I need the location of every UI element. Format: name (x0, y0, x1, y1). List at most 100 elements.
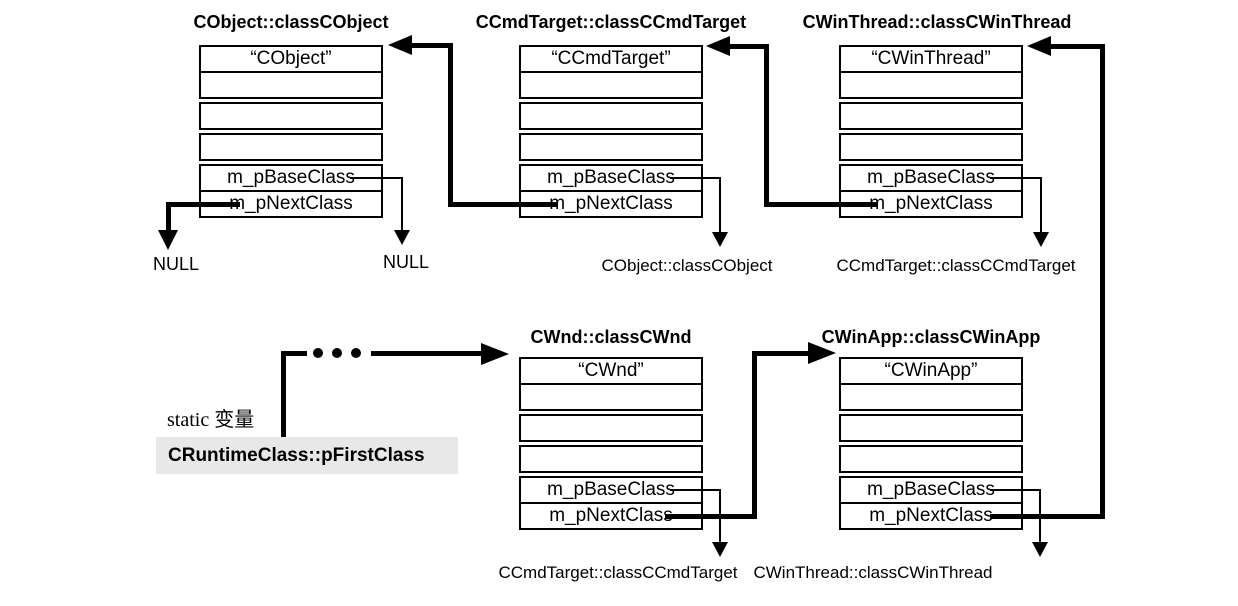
box-section: m_pBaseClass m_pNextClass (199, 164, 383, 218)
next-pointer-line (448, 43, 453, 207)
next-class-cell: m_pNextClass (521, 190, 701, 216)
null-label: NULL (382, 252, 430, 272)
empty-cell (841, 416, 1021, 440)
empty-cell (201, 135, 381, 159)
pointer-target-label: CObject::classCObject (601, 256, 773, 275)
next-pointer-line (665, 514, 755, 519)
box-title-cwinthread: CWinThread::classCWinThread (802, 12, 1072, 32)
box-section: “CWinThread” (839, 45, 1023, 99)
class-name-cell: “CObject” (250, 48, 332, 69)
arrowhead-left-icon (1027, 36, 1051, 56)
arrowhead-left-icon (706, 36, 730, 56)
struct-box-cwinthread: “CWinThread” m_pBaseClass m_pNextClass (839, 45, 1023, 218)
base-pointer-line (990, 177, 1042, 179)
box-section (839, 414, 1023, 442)
next-class-cell: m_pNextClass (521, 502, 701, 528)
empty-cell (201, 104, 381, 128)
null-label: NULL (152, 254, 200, 274)
next-pointer-line (450, 202, 557, 207)
first-class-pointer-line (281, 351, 307, 356)
struct-box-cwinapp: “CWinApp” m_pBaseClass m_pNextClass (839, 357, 1023, 530)
empty-cell (521, 447, 701, 471)
box-section: “CObject” (199, 45, 383, 99)
box-title-cwinapp: CWinApp::classCWinApp (821, 327, 1041, 347)
box-section: m_pBaseClass m_pNextClass (519, 164, 703, 218)
base-pointer-line (670, 177, 721, 179)
empty-cell (521, 104, 701, 128)
arrowhead-down-icon (712, 542, 728, 557)
empty-cell (841, 135, 1021, 159)
next-class-cell: m_pNextClass (841, 190, 1021, 216)
box-section (519, 102, 703, 130)
empty-cell (841, 71, 1021, 97)
next-pointer-line (410, 43, 452, 48)
box-section: “CWinApp” (839, 357, 1023, 411)
first-class-highlight: CRuntimeClass::pFirstClass (156, 437, 458, 474)
ellipsis-dot-icon (351, 348, 361, 358)
next-pointer-line (752, 351, 757, 519)
empty-cell (841, 447, 1021, 471)
base-pointer-line (1040, 177, 1042, 233)
ellipsis-dot-icon (332, 348, 342, 358)
base-pointer-line (350, 177, 403, 179)
next-class-cell: m_pNextClass (201, 190, 381, 216)
struct-box-ccmdtarget: “CCmdTarget” m_pBaseClass m_pNextClass (519, 45, 703, 218)
class-name-cell: “CWinApp” (884, 360, 978, 381)
base-pointer-line (990, 489, 1041, 491)
box-section (839, 133, 1023, 161)
base-pointer-line (1039, 489, 1041, 543)
class-name-cell: “CCmdTarget” (551, 48, 671, 69)
base-pointer-line (719, 177, 721, 233)
next-pointer-line (728, 44, 768, 49)
box-section: “CWnd” (519, 357, 703, 411)
next-pointer-line (1100, 44, 1105, 519)
struct-box-cobject: “CObject” m_pBaseClass m_pNextClass (199, 45, 383, 218)
static-variable-label: static 变量 (167, 409, 255, 431)
pointer-target-label: CWinThread::classCWinThread (753, 563, 993, 582)
base-class-cell: m_pBaseClass (867, 479, 995, 500)
empty-cell (521, 383, 701, 409)
arrowhead-down-icon (394, 230, 410, 245)
next-pointer-line (166, 202, 171, 232)
empty-cell (521, 135, 701, 159)
next-pointer-line (990, 514, 1105, 519)
base-class-cell: m_pBaseClass (867, 167, 995, 188)
first-class-pointer-line (371, 351, 481, 356)
box-section (519, 414, 703, 442)
pointer-target-label: CCmdTarget::classCCmdTarget (498, 563, 738, 582)
first-class-pointer-line (281, 353, 286, 437)
arrowhead-down-icon (1033, 232, 1049, 247)
empty-cell (521, 71, 701, 97)
next-pointer-line (764, 44, 769, 207)
empty-cell (841, 383, 1021, 409)
empty-cell (521, 416, 701, 440)
box-section (839, 102, 1023, 130)
box-section (519, 133, 703, 161)
box-title-ccmdtarget: CCmdTarget::classCCmdTarget (475, 12, 747, 32)
class-name-cell: “CWinThread” (871, 48, 991, 69)
base-class-cell: m_pBaseClass (547, 479, 675, 500)
class-name-cell: “CWnd” (578, 360, 644, 381)
arrowhead-down-icon (158, 230, 178, 250)
box-title-cobject: CObject::classCObject (193, 12, 389, 32)
box-title-cwnd: CWnd::classCWnd (530, 327, 692, 347)
arrowhead-down-icon (1032, 542, 1048, 557)
next-pointer-line (166, 202, 240, 207)
arrowhead-right-icon (808, 342, 836, 364)
pointer-target-label: CCmdTarget::classCCmdTarget (836, 256, 1076, 275)
next-pointer-line (766, 202, 877, 207)
ellipsis-dot-icon (313, 348, 323, 358)
box-section (519, 445, 703, 473)
box-section: m_pBaseClass m_pNextClass (839, 476, 1023, 530)
box-section: m_pBaseClass m_pNextClass (839, 164, 1023, 218)
arrowhead-left-icon (388, 35, 412, 55)
box-section (199, 102, 383, 130)
empty-cell (201, 71, 381, 97)
next-pointer-line (752, 351, 810, 356)
empty-cell (841, 104, 1021, 128)
next-class-cell: m_pNextClass (841, 502, 1021, 528)
next-pointer-line (1049, 44, 1105, 49)
base-pointer-line (401, 177, 403, 232)
struct-box-cwnd: “CWnd” m_pBaseClass m_pNextClass (519, 357, 703, 530)
